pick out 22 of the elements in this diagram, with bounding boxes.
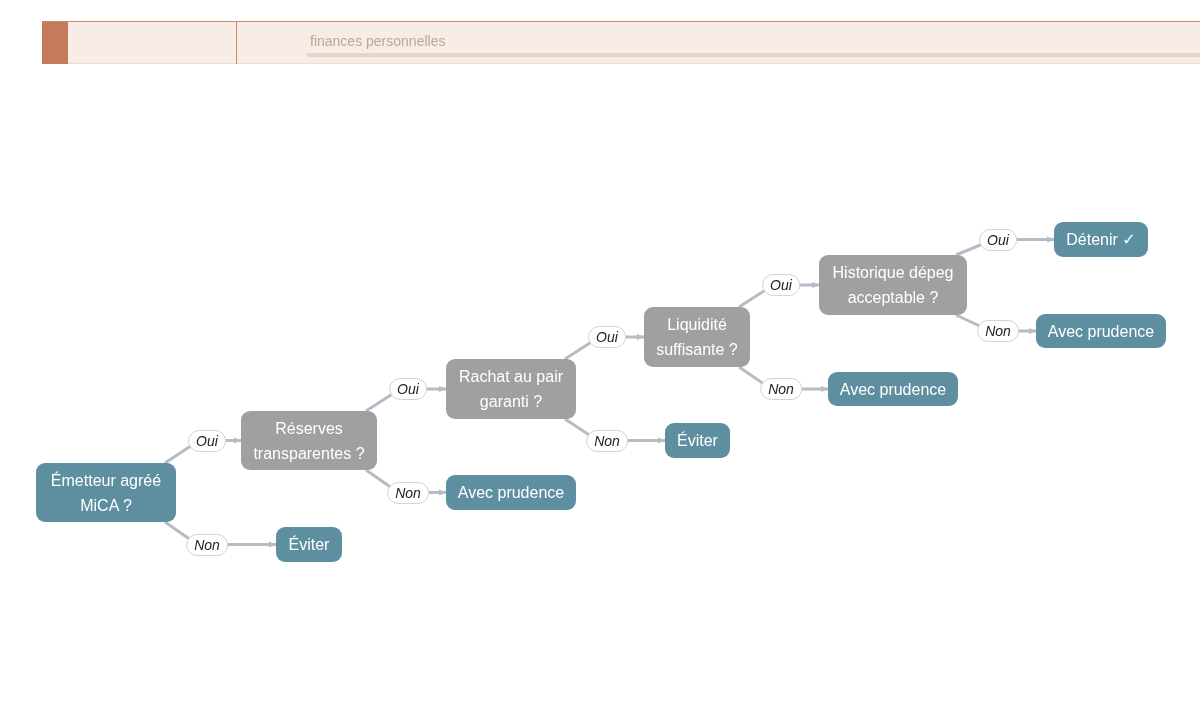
outcome-box: Éviter [665, 423, 730, 458]
edge-label: Non [387, 481, 429, 504]
edge-label: Oui [188, 429, 226, 452]
edge-label: Non [586, 429, 628, 452]
outcome-box: Avec prudence [446, 475, 576, 510]
outcome-box: Avec prudence [1036, 314, 1166, 348]
edge-label: Oui [588, 326, 626, 348]
tagline: finances personnelles [310, 33, 446, 49]
decision-box: Émetteur agréé MiCA ? [36, 463, 176, 522]
decision-box: Liquidité suffisante ? [644, 307, 750, 367]
edge-label: Non [186, 533, 228, 556]
edge-label: Oui [979, 228, 1017, 251]
decision-box: Rachat au pair garanti ? [446, 359, 576, 419]
edge-label: Non [760, 378, 802, 400]
outcome-box: Détenir ✓ [1054, 222, 1148, 257]
edge-label: Oui [389, 378, 427, 400]
outcome-box: Éviter [276, 527, 342, 562]
decision-box: Historique dépeg acceptable ? [819, 255, 967, 315]
edge-label: Non [977, 320, 1019, 342]
outcome-box: Avec prudence [828, 372, 958, 406]
edge-label: Oui [762, 274, 800, 296]
decision-box: Réserves transparentes ? [241, 411, 377, 470]
